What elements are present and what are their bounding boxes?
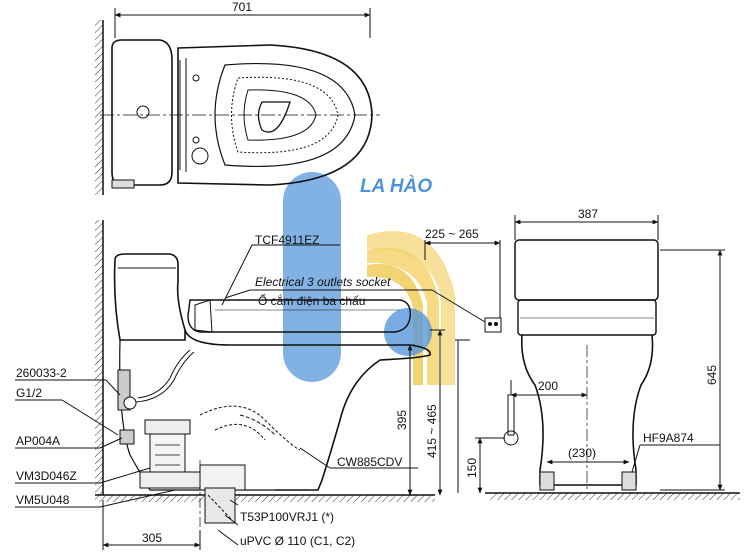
top-width-dim: 701 [232,0,252,14]
watermark-logo: LA HÀO [283,172,455,385]
front-view [424,215,740,500]
label-vm3d: VM3D046Z [16,469,77,483]
top-view [95,8,380,195]
socket-label-en: Electrical 3 outlets socket [255,275,391,289]
watermark-text: LA HÀO [360,175,432,197]
dim-395: 395 [395,410,409,430]
side-floor-hatch [95,495,435,502]
side-wall-hatch [95,220,103,495]
seat-label: TCF4911EZ [255,233,319,247]
front-floor-hatch [490,493,740,500]
label-g12: G1/2 [16,386,42,400]
label-260033: 260033-2 [16,366,67,380]
label-hf: HF9A874 [643,431,694,445]
label-upvc: uPVC Ø 110 (C1, C2) [240,534,355,548]
label-t53: T53P100VRJ1 (*) [240,510,334,524]
dim-230: (230) [568,446,596,460]
dim-150: 150 [465,458,479,478]
dim-305: 305 [142,531,162,545]
label-ap004a: AP004A [16,434,60,448]
side-view [15,220,491,550]
label-vm5u: VM5U048 [16,493,70,507]
dim-387: 387 [578,207,598,221]
dim-645: 645 [705,365,719,385]
socket-label-vi: Ổ cắm điện ba chấu [258,293,365,308]
dim-415: 415 ~ 465 [425,404,439,458]
label-bowl: CW885CDV [337,455,402,469]
top-wall-hatch [95,20,103,195]
dim-225: 225 ~ 265 [425,227,479,241]
dim-200: 200 [538,379,558,393]
